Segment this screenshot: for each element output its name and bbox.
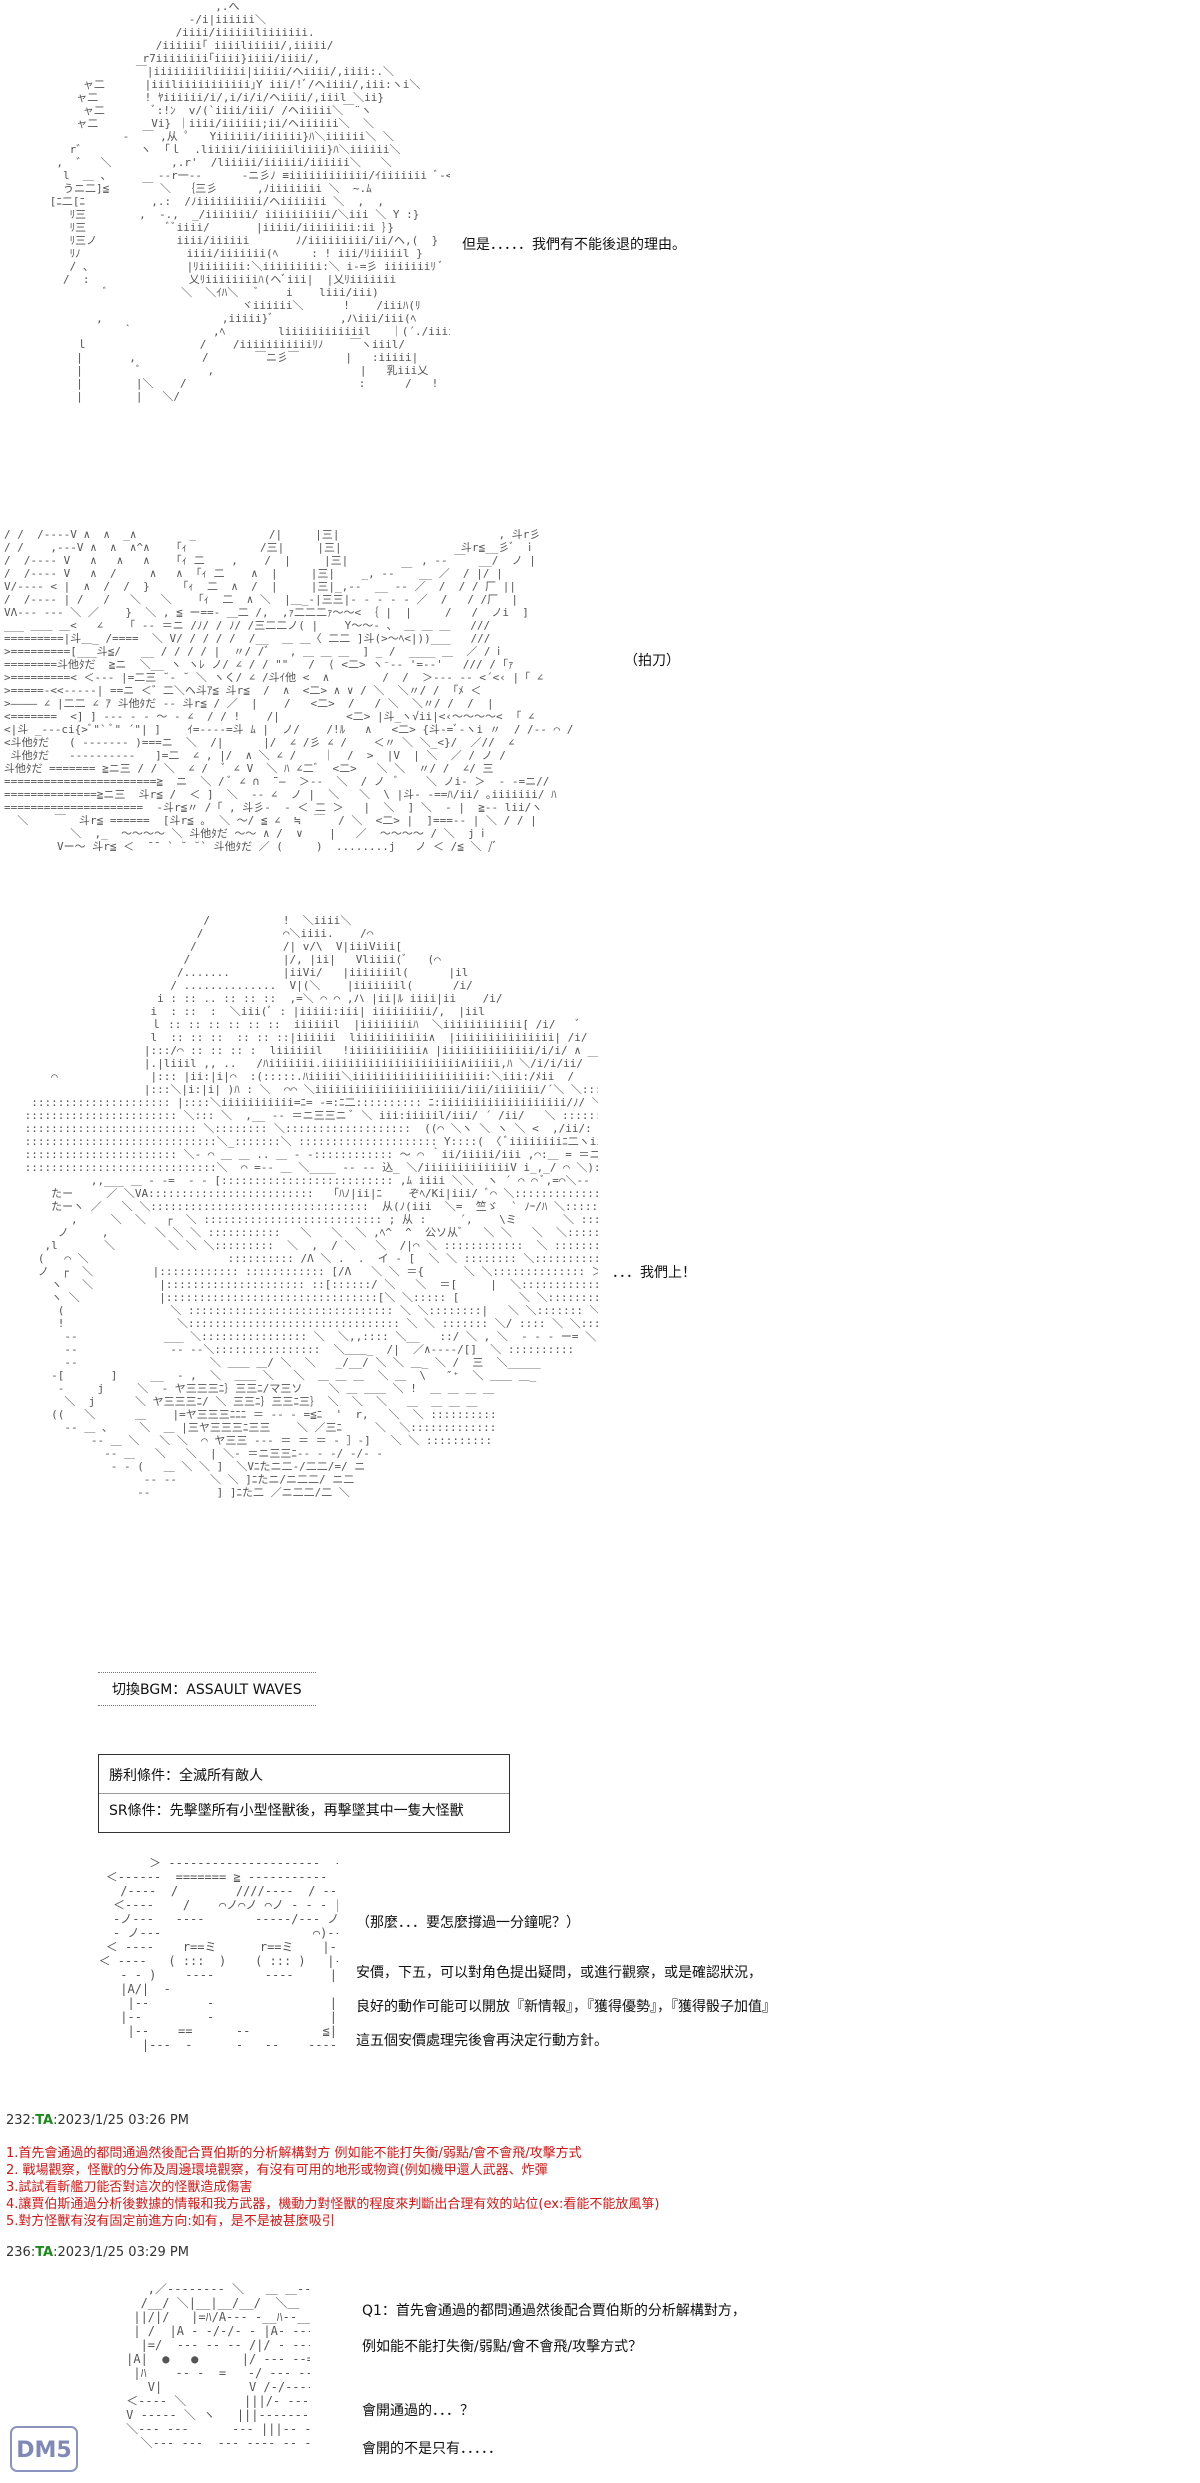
ascii-art-narrator-face: ＞ ‐‐‐‐‐‐‐‐‐‐‐‐‐‐‐‐‐‐‐‐‐ ‐‐‐‐ ＜‐‐‐‐‐‐ ===… [98,1856,338,2052]
reply-line-1: Q1：首先會通過的都問通過然後配合賈伯斯的分析解構對方， [362,2303,746,2319]
victory-condition: 勝利條件：全滅所有敵人 [109,1768,263,1784]
conditions-divider [99,1793,509,1794]
post-line: 5.對方怪獸有沒有固定前進方向:如有，是不是被甚麼吸引 [6,2214,335,2229]
post-author[interactable]: TA [35,2245,54,2260]
ascii-art-armored-figure: ,.へ -/i|iiiiii＼ /iiii/iiiiiiliiiiiii. /i… [49,0,450,403]
post-number: 236: [6,2245,36,2260]
sr-condition: SR條件：先擊墜所有小型怪獸後，再擊墜其中一隻大怪獸 [109,1803,464,1819]
post-line: 3.試試看斬艦刀能否對這次的怪獸造成傷害 [6,2180,253,2195]
dialogue-line-no-retreat: 但是．．．．．我們有不能後退的理由。 [462,237,686,253]
reply-line-4: 會開的不是只有．．．．． [362,2441,502,2457]
post-line: 4.讓賈伯斯通過分析後數據的情報和我方武器，機動力對怪獸的程度來判斷出合理有效的… [6,2197,660,2212]
post-header-236: 236:TA:2023/1/25 03:29 PM [6,2245,189,2260]
gm-instruction-b: 良好的動作可能可以開放『新情報』，『獲得優勢』，『獲得骰子加值』 [356,1999,776,2015]
ascii-art-surprised-face: ,／‐‐‐‐‐‐‐‐ ＼ ＿ ＿‐‐ /__/ ＼|__|__/__/ ＼＿ |… [126,2282,310,2450]
reply-line-3: 會開通過的．．．？ [362,2403,474,2419]
post-number: 232: [6,2113,36,2128]
post-timestamp: :2023/1/25 03:29 PM [53,2245,189,2260]
mission-conditions-box: 勝利條件：全滅所有敵人 SR條件：先擊墜所有小型怪獸後，再擊墜其中一隻大怪獸 [98,1754,510,1833]
ascii-art-battle-effects: / / /--‐-V ∧ ∧ _∧ _ /| |三| , 斗r彡 / / ,-‐… [4,528,574,853]
ascii-art-charging-pilot: / ! ＼iiii＼ / ⌒＼iiii. /⌒ / /| v/\ V|iiiVi… [24,914,598,1499]
gm-question: （那麼．．．要怎麼撐過一分鐘呢？） [356,1915,580,1931]
post-line: 2. 戰場觀察，怪獸的分佈及周邊環境觀察，有沒有可用的地形或物資(例如機甲還人武… [6,2163,548,2178]
gm-instruction-c: 這五個安價處理完後會再決定行動方針。 [356,2033,608,2049]
post-author[interactable]: TA [35,2113,54,2128]
post-timestamp: :2023/1/25 03:26 PM [53,2113,189,2128]
dialogue-line-lets-go: ．．．我們上！ [612,1265,696,1281]
post-line: 1.首先會通過的都問通過然後配合賈伯斯的分析解構對方 例如能不能打失衡/弱點/會… [6,2146,582,2161]
watermark-text: DM5 [16,2438,71,2463]
dialogue-line-draw-sword: （拍刀） [624,653,680,669]
reply-line-2: 例如能不能打失衡/弱點/會不會飛/攻擊方式？ [362,2339,643,2355]
gm-instruction-a: 安價，下五，可以對角色提出疑問，或進行觀察，或是確認狀況， [356,1965,762,1981]
dm5-watermark-logo: DM5 [10,2426,78,2472]
post-header-232: 232:TA:2023/1/25 03:26 PM [6,2113,189,2128]
post-body-232: 1.首先會通過的都問通過然後配合賈伯斯的分析解構對方 例如能不能打失衡/弱點/會… [6,2145,659,2230]
bgm-switch-banner: 切換BGM：ASSAULT WAVES [98,1672,316,1706]
